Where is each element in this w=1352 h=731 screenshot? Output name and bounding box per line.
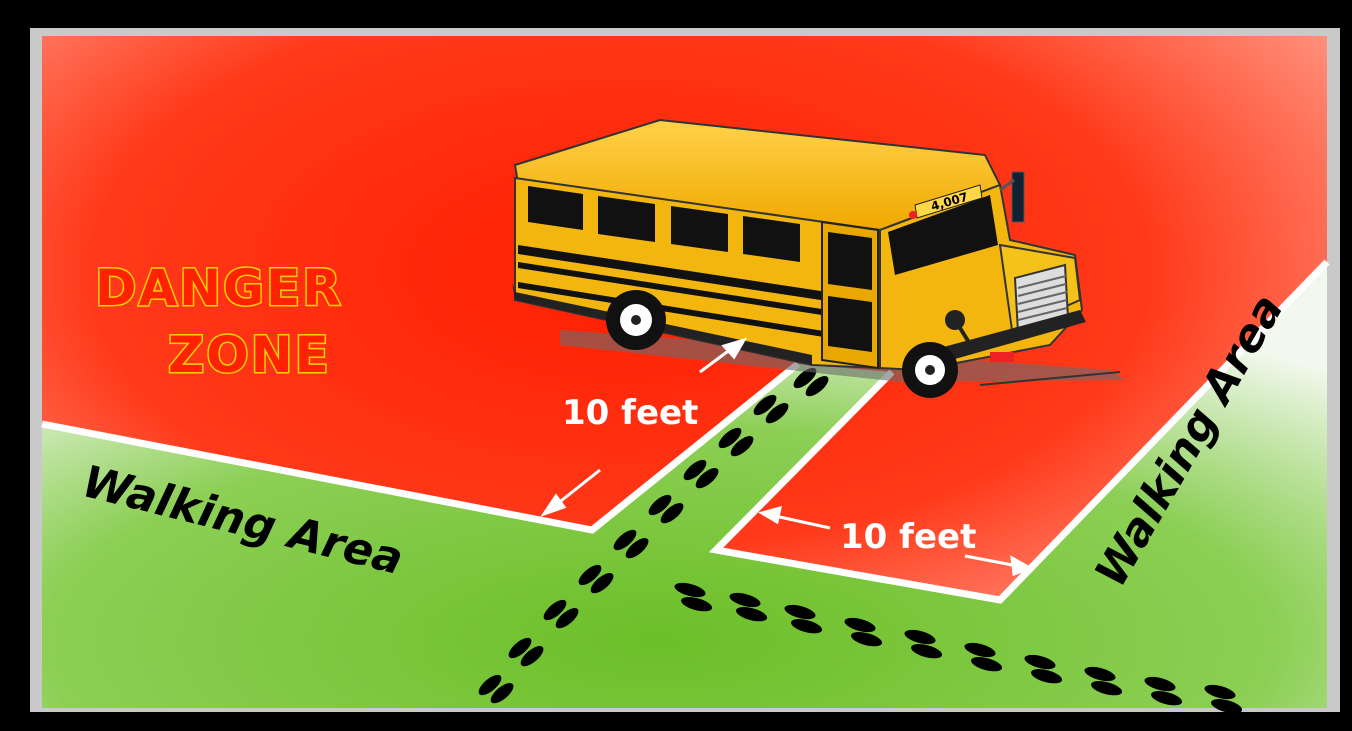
distance-label-front: 10 feet — [840, 517, 976, 557]
distance-label-side: 10 feet — [562, 393, 698, 433]
danger-label-line1: DANGER — [95, 259, 343, 317]
danger-label-line2: ZONE — [168, 326, 331, 384]
